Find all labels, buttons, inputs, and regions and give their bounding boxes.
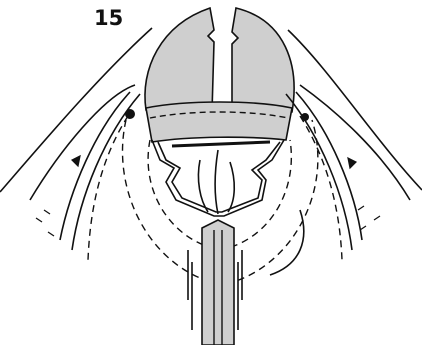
facing-band	[146, 102, 292, 146]
right-marker-dot	[301, 113, 309, 121]
gathered-edge	[172, 142, 270, 146]
seam-notches	[36, 156, 380, 236]
hood-right-panel	[232, 8, 294, 112]
placket-shaded	[202, 220, 234, 345]
facing-band-shaded	[146, 102, 292, 142]
left-marker-dot	[125, 109, 135, 119]
hood-left-panel	[145, 8, 214, 112]
inner-lining	[152, 140, 284, 216]
center-placket	[202, 220, 234, 345]
hood-top-panels	[145, 8, 294, 112]
